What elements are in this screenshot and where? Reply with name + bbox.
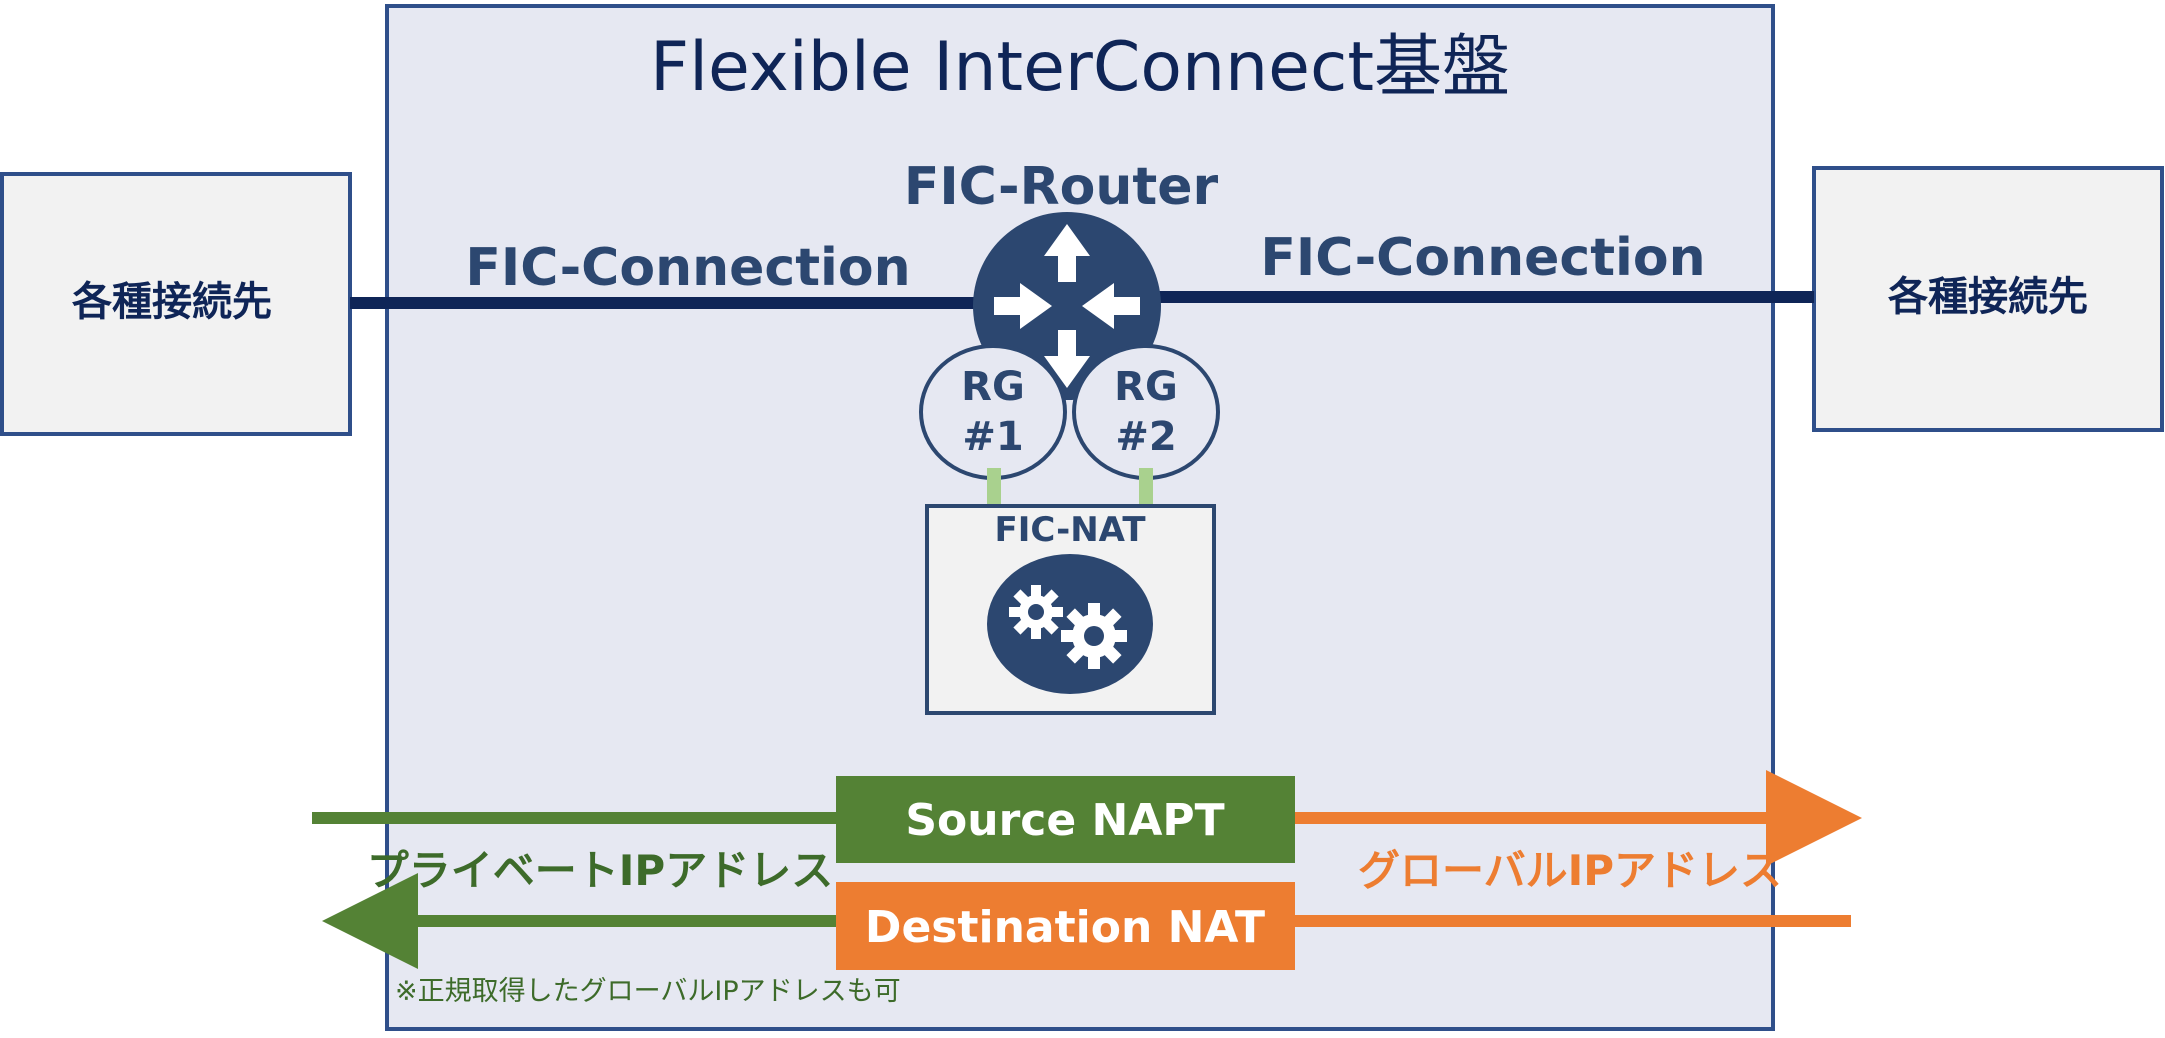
endpoint-right-label: 各種接続先 <box>1888 274 2088 320</box>
endpoint-left-box <box>0 172 352 436</box>
gears-icon <box>987 554 1153 694</box>
private-address-label: プライベートIPアドレス <box>367 846 833 895</box>
platform-title: Flexible InterConnect基盤 <box>650 28 1510 107</box>
rg2-line1: RG <box>1114 364 1178 410</box>
destination-nat-box <box>836 882 1295 970</box>
rg1-nat-link <box>987 468 1001 506</box>
rg1-node: RG #1 <box>919 344 1067 480</box>
endpoint-left-label: 各種接続先 <box>72 279 272 325</box>
router-label: FIC-Router <box>904 157 1219 217</box>
connection-right-label: FIC-Connection <box>1260 228 1705 288</box>
connection-left-label: FIC-Connection <box>465 238 910 298</box>
rg2-nat-link <box>1139 468 1153 506</box>
endpoint-right-box <box>1812 166 2164 432</box>
footnote: ※正規取得したグローバルIPアドレスも可 <box>395 976 901 1007</box>
nat-label: FIC-NAT <box>994 510 1146 550</box>
rg2-node: RG #2 <box>1072 344 1220 480</box>
source-napt-label: Source NAPT <box>905 795 1224 846</box>
rg1-line2: #1 <box>962 414 1023 460</box>
rg1-line1: RG <box>961 364 1025 410</box>
source-napt-box <box>836 776 1295 863</box>
global-address-label: グローバルIPアドレス <box>1358 846 1782 895</box>
rg2-line2: #2 <box>1115 414 1176 460</box>
destination-nat-label: Destination NAT <box>865 902 1265 953</box>
